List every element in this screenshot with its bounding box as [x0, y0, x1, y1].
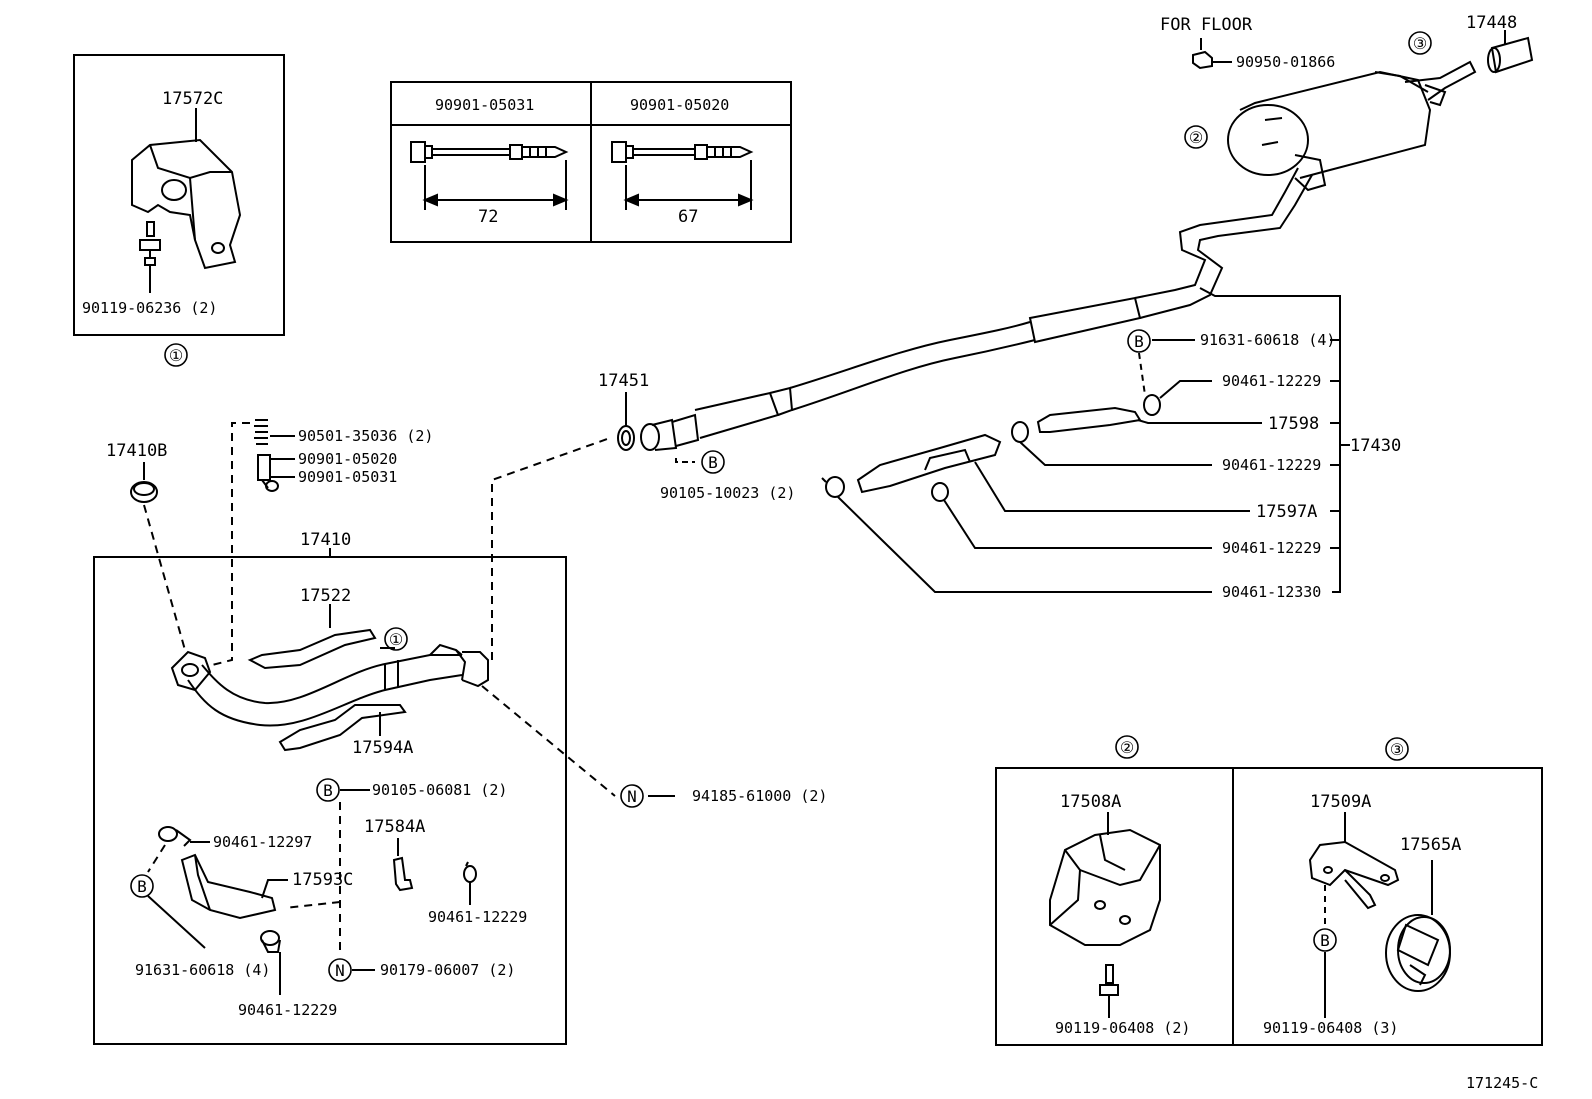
callout-2-top-text: ② [1189, 128, 1203, 147]
label-90461-12229-b: 90461-12229 [1222, 456, 1321, 474]
label-90105-06081: 90105-06081 (2) [372, 781, 507, 799]
gasket-17451 [617, 425, 635, 451]
callout-b-2 [1127, 329, 1151, 353]
nut-90950-01866 [1192, 50, 1213, 70]
label-90501-35036: 90501-35036 (2) [298, 427, 433, 445]
tail-tip-17448 [1487, 36, 1534, 74]
label-17594a: 17594A [352, 738, 413, 758]
label-90461-12229-c: 90461-12229 [1222, 539, 1321, 557]
label-90901-05031: 90901-05031 [298, 468, 397, 486]
callout-circle-2-top [1184, 125, 1208, 149]
table-col1-length: 72 [478, 207, 498, 227]
callout-b-1-text: B [708, 453, 718, 472]
detail-box-1 [73, 54, 285, 336]
bracket-17584a [392, 856, 414, 892]
label-17410b: 17410B [106, 441, 167, 461]
callout-circle-1-pipe [384, 627, 408, 651]
callout-2-box-text: ② [1120, 738, 1134, 757]
clamp-90461-12229-b [1011, 421, 1029, 443]
label-for-floor: FOR FLOOR [1160, 15, 1253, 35]
callout-n-1-text: N [627, 787, 637, 806]
label-90105-10023: 90105-10023 (2) [660, 484, 795, 502]
label-17410: 17410 [300, 530, 351, 550]
detail-box-2-3 [995, 767, 1543, 1046]
gasket-17410b [130, 481, 158, 503]
clamp-90461-12229-a [1143, 394, 1161, 416]
callout-b-5-text: B [1320, 931, 1330, 950]
label-17448: 17448 [1466, 13, 1517, 33]
callout-circle-3-top [1408, 31, 1432, 55]
clamp-90461-12229-lower [260, 930, 281, 953]
callout-n-2-text: N [335, 961, 345, 980]
label-90950-01866: 90950-01866 [1236, 53, 1335, 71]
label-17508a: 17508A [1060, 792, 1121, 812]
label-90461-12330: 90461-12330 [1222, 583, 1321, 601]
callout-b-1 [701, 450, 725, 474]
label-90901-05020: 90901-05020 [298, 450, 397, 468]
callout-b-5 [1313, 928, 1337, 952]
label-90119-06408-2: 90119-06408 (2) [1055, 1019, 1190, 1037]
callout-1-pipe-text: ① [389, 630, 403, 649]
label-17430: 17430 [1350, 436, 1401, 456]
clamp-90461-12229-c [931, 482, 949, 502]
callout-b-4-text: B [137, 877, 147, 896]
bolt-90901-05020-drawing [611, 141, 754, 210]
table-col2-length: 67 [678, 207, 698, 227]
label-91631-60618-center: 91631-60618 (4) [1200, 331, 1335, 349]
bolt-90901-05031-drawing [410, 141, 569, 210]
support-17508a [1049, 828, 1161, 946]
callout-b-4 [130, 874, 154, 898]
label-17522: 17522 [300, 586, 351, 606]
tail-muffler [1227, 60, 1477, 192]
clamp-90461-12229-right [463, 861, 477, 883]
label-90461-12229-lower: 90461-12229 [238, 1001, 337, 1019]
label-17451: 17451 [598, 371, 649, 391]
hanger-17565a [1385, 914, 1451, 992]
label-90119-06408-3: 90119-06408 (3) [1263, 1019, 1398, 1037]
label-90119-06236: 90119-06236 (2) [82, 299, 217, 317]
callout-b-3-text: B [323, 781, 333, 800]
callout-n-2 [328, 958, 352, 982]
label-17572c: 17572C [162, 89, 223, 109]
engine-mount-bracket-17572c [131, 138, 242, 270]
label-91631-60618-front: 91631-60618 (4) [135, 961, 270, 979]
callout-3-box-text: ③ [1390, 740, 1404, 759]
callout-b-2-text: B [1134, 332, 1144, 351]
callout-circle-3-box [1385, 737, 1409, 761]
callout-circle-2-box [1115, 735, 1139, 759]
label-17509a: 17509A [1310, 792, 1371, 812]
heat-insulator-17593c [180, 853, 277, 920]
insulator-17597a [856, 433, 1002, 494]
bolt-90119-06236 [139, 221, 161, 266]
front-pipe-17410 [170, 643, 489, 727]
label-17593c: 17593C [292, 870, 353, 890]
bracket-17509a [1308, 840, 1400, 910]
label-90179-06007: 90179-06007 (2) [380, 961, 515, 979]
callout-b-3 [316, 778, 340, 802]
clamp-90461-12330 [821, 476, 845, 498]
center-pipe-17430 [640, 167, 1313, 451]
callout-1-top-text: ① [169, 346, 183, 365]
callout-n-1 [620, 784, 644, 808]
insulator-17522 [247, 628, 377, 670]
label-17597a: 17597A [1256, 502, 1317, 522]
label-94185-61000: 94185-61000 (2) [692, 787, 827, 805]
label-17565a: 17565A [1400, 835, 1461, 855]
bolt-90119-06408-2 [1099, 964, 1119, 996]
table-col2-part: 90901-05020 [630, 96, 729, 114]
label-17584a: 17584A [364, 817, 425, 837]
callout-circle-1-top [164, 343, 188, 367]
table-col1-part: 90901-05031 [435, 96, 534, 114]
label-90461-12229-right: 90461-12229 [428, 908, 527, 926]
clamp-90461-12297 [158, 826, 192, 847]
callout-3-top-text: ③ [1413, 34, 1427, 53]
label-90461-12229-a: 90461-12229 [1222, 372, 1321, 390]
label-17598: 17598 [1268, 414, 1319, 434]
insulator-17594a [278, 704, 407, 752]
spring-bolt-stack [254, 419, 279, 492]
insulator-17598 [1036, 406, 1142, 433]
label-90461-12297: 90461-12297 [213, 833, 312, 851]
figure-id: 171245-C [1466, 1074, 1538, 1092]
